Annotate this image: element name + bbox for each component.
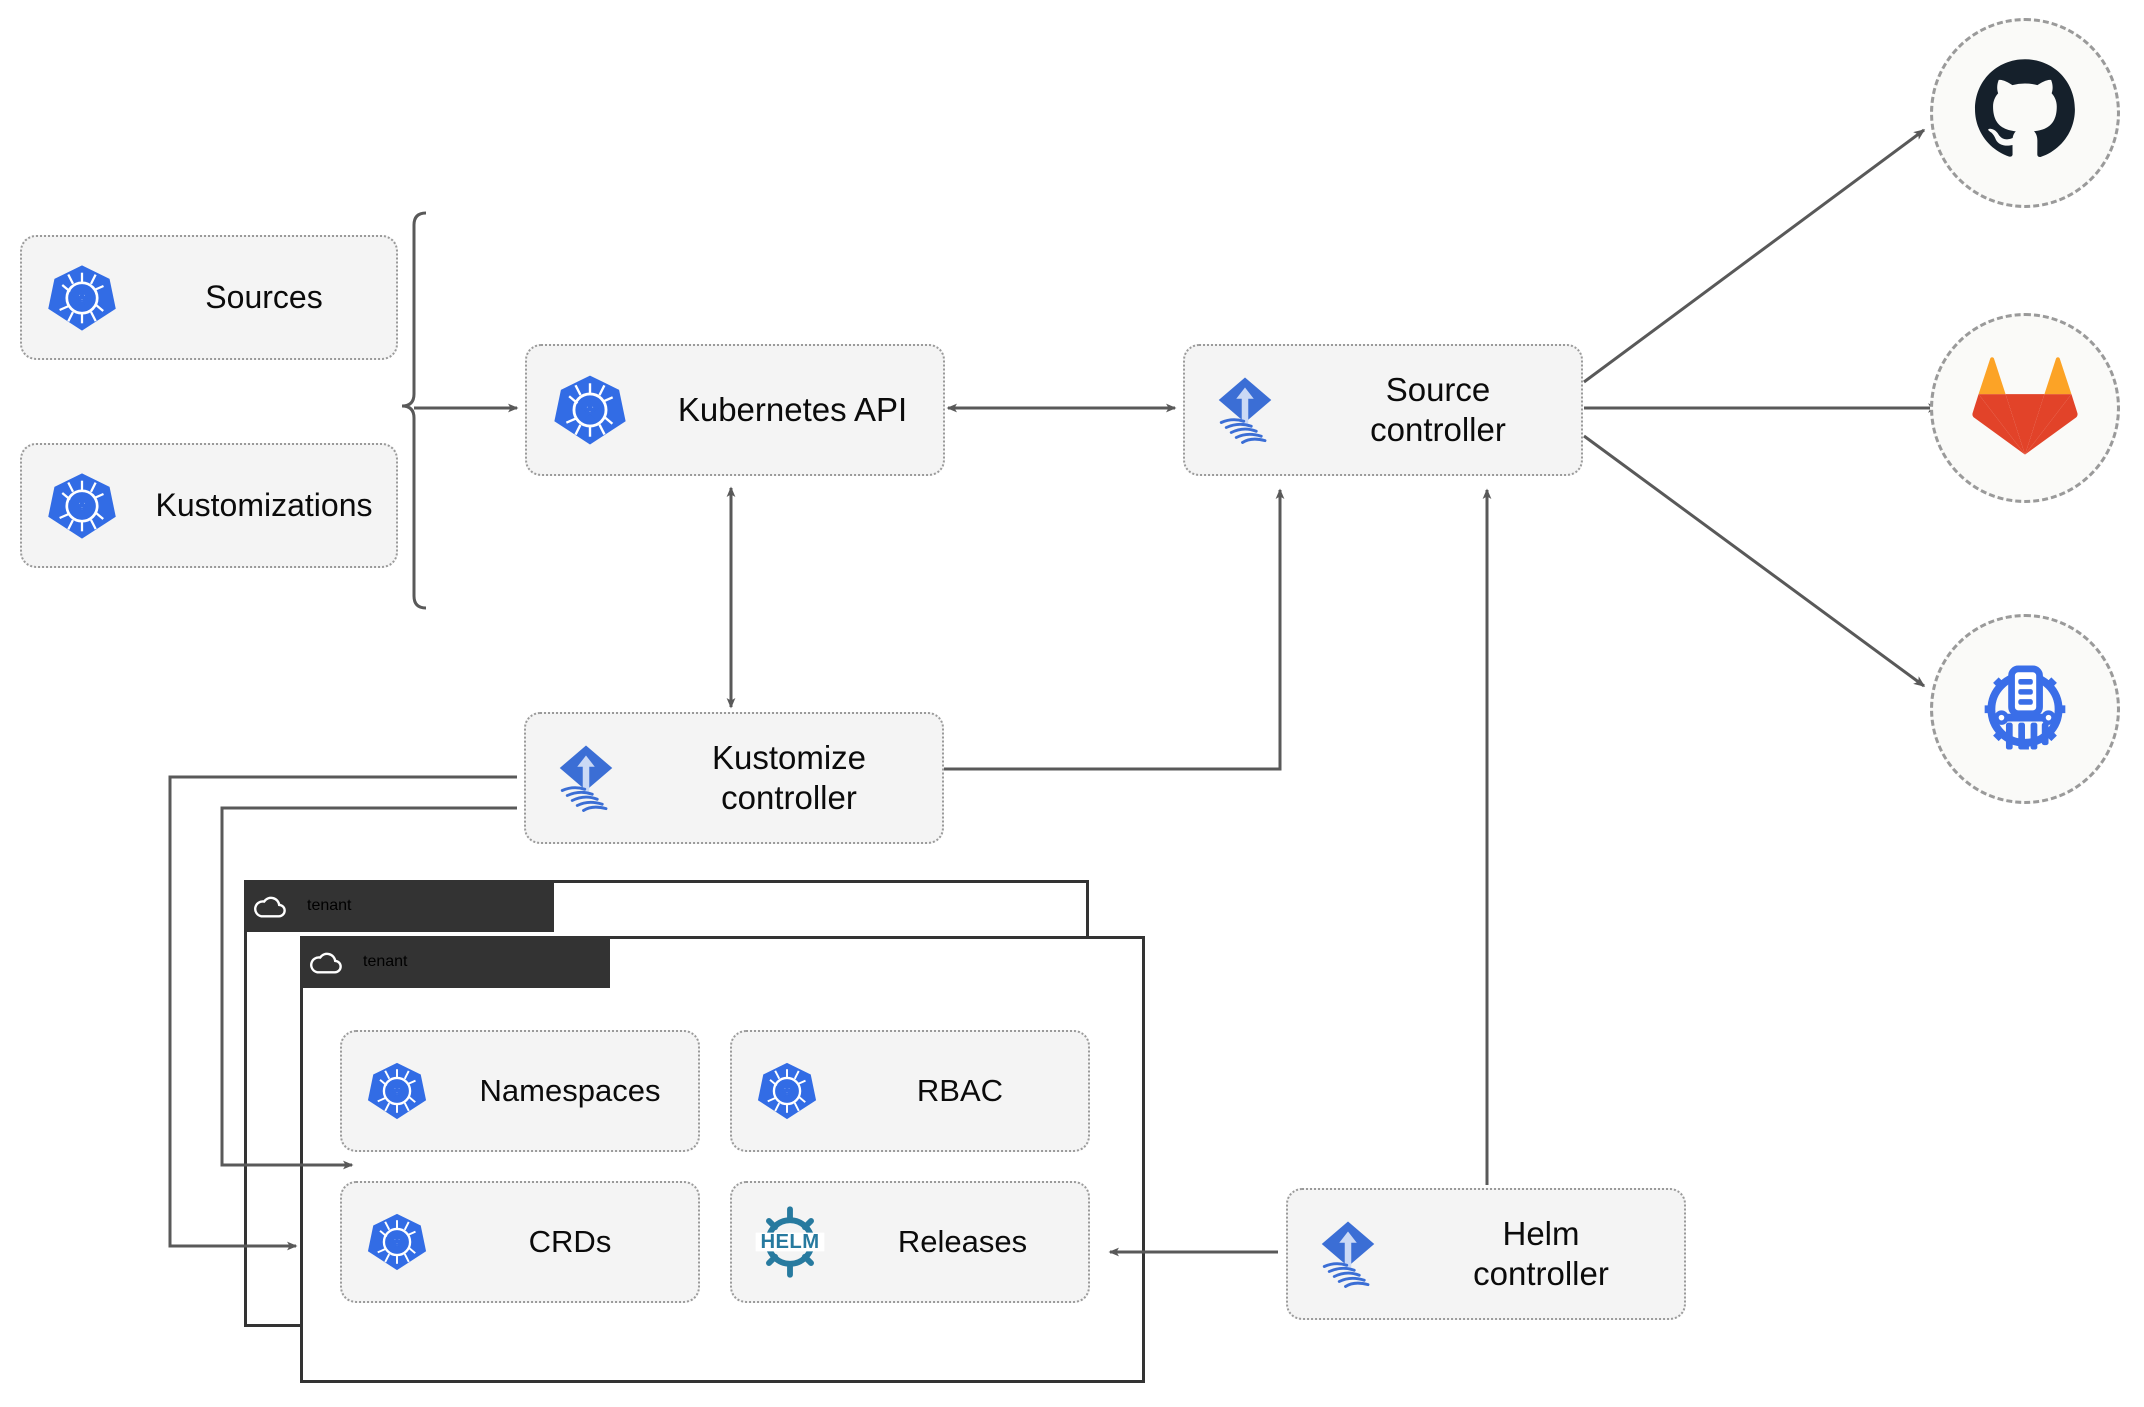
card-source-controller[interactable]: Source controller (1183, 344, 1583, 476)
kubernetes-icon (342, 1211, 452, 1273)
flux-icon (1185, 370, 1305, 450)
card-label: Helm controller (1473, 1215, 1609, 1292)
tenant-header (244, 880, 554, 932)
tenant-container-front[interactable]: tenant (300, 936, 1145, 1383)
kubernetes-icon (22, 470, 142, 542)
card-rbac[interactable]: RBAC (730, 1030, 1090, 1152)
card-namespaces[interactable]: Namespaces (340, 1030, 700, 1152)
gitlab-icon (1971, 352, 2079, 465)
card-kustomize-controller[interactable]: Kustomize controller (524, 712, 944, 844)
card-label: Releases (897, 1224, 1028, 1260)
card-releases[interactable]: HELM Releases (730, 1181, 1090, 1303)
tenant-header (300, 936, 610, 988)
card-kubernetes-api[interactable]: Kubernetes API (525, 344, 945, 476)
card-label: Namespaces (479, 1073, 661, 1109)
card-kustomizations[interactable]: Kustomizations (20, 443, 398, 568)
tenant-label: tenant (307, 897, 352, 914)
external-source-helm-repository[interactable] (1930, 614, 2120, 804)
cloud-icon (300, 936, 352, 988)
external-source-github[interactable] (1930, 18, 2120, 208)
card-label: Kubernetes API (677, 391, 908, 429)
card-label: Kustomize controller (711, 739, 867, 816)
tenant-label: tenant (363, 953, 408, 970)
kubernetes-icon (342, 1060, 452, 1122)
card-label: CRDs (528, 1224, 612, 1260)
cloud-icon (244, 880, 296, 932)
svg-text:HELM: HELM (760, 1231, 819, 1253)
external-source-gitlab[interactable] (1930, 313, 2120, 503)
kubernetes-icon (527, 372, 652, 448)
card-label: RBAC (916, 1073, 1004, 1109)
card-sources[interactable]: Sources (20, 235, 398, 360)
github-icon (1971, 57, 2079, 170)
card-crds[interactable]: CRDs (340, 1181, 700, 1303)
flux-icon (1288, 1214, 1408, 1294)
kubernetes-icon (732, 1060, 842, 1122)
helm-icon: HELM (732, 1203, 847, 1281)
helm-repository-icon (1969, 651, 2081, 768)
card-label: Sources (205, 279, 323, 316)
flux-icon (526, 738, 646, 818)
card-helm-controller[interactable]: Helm controller (1286, 1188, 1686, 1320)
card-label: Source controller (1370, 371, 1506, 448)
card-label: Kustomizations (155, 487, 373, 524)
kubernetes-icon (22, 262, 142, 334)
